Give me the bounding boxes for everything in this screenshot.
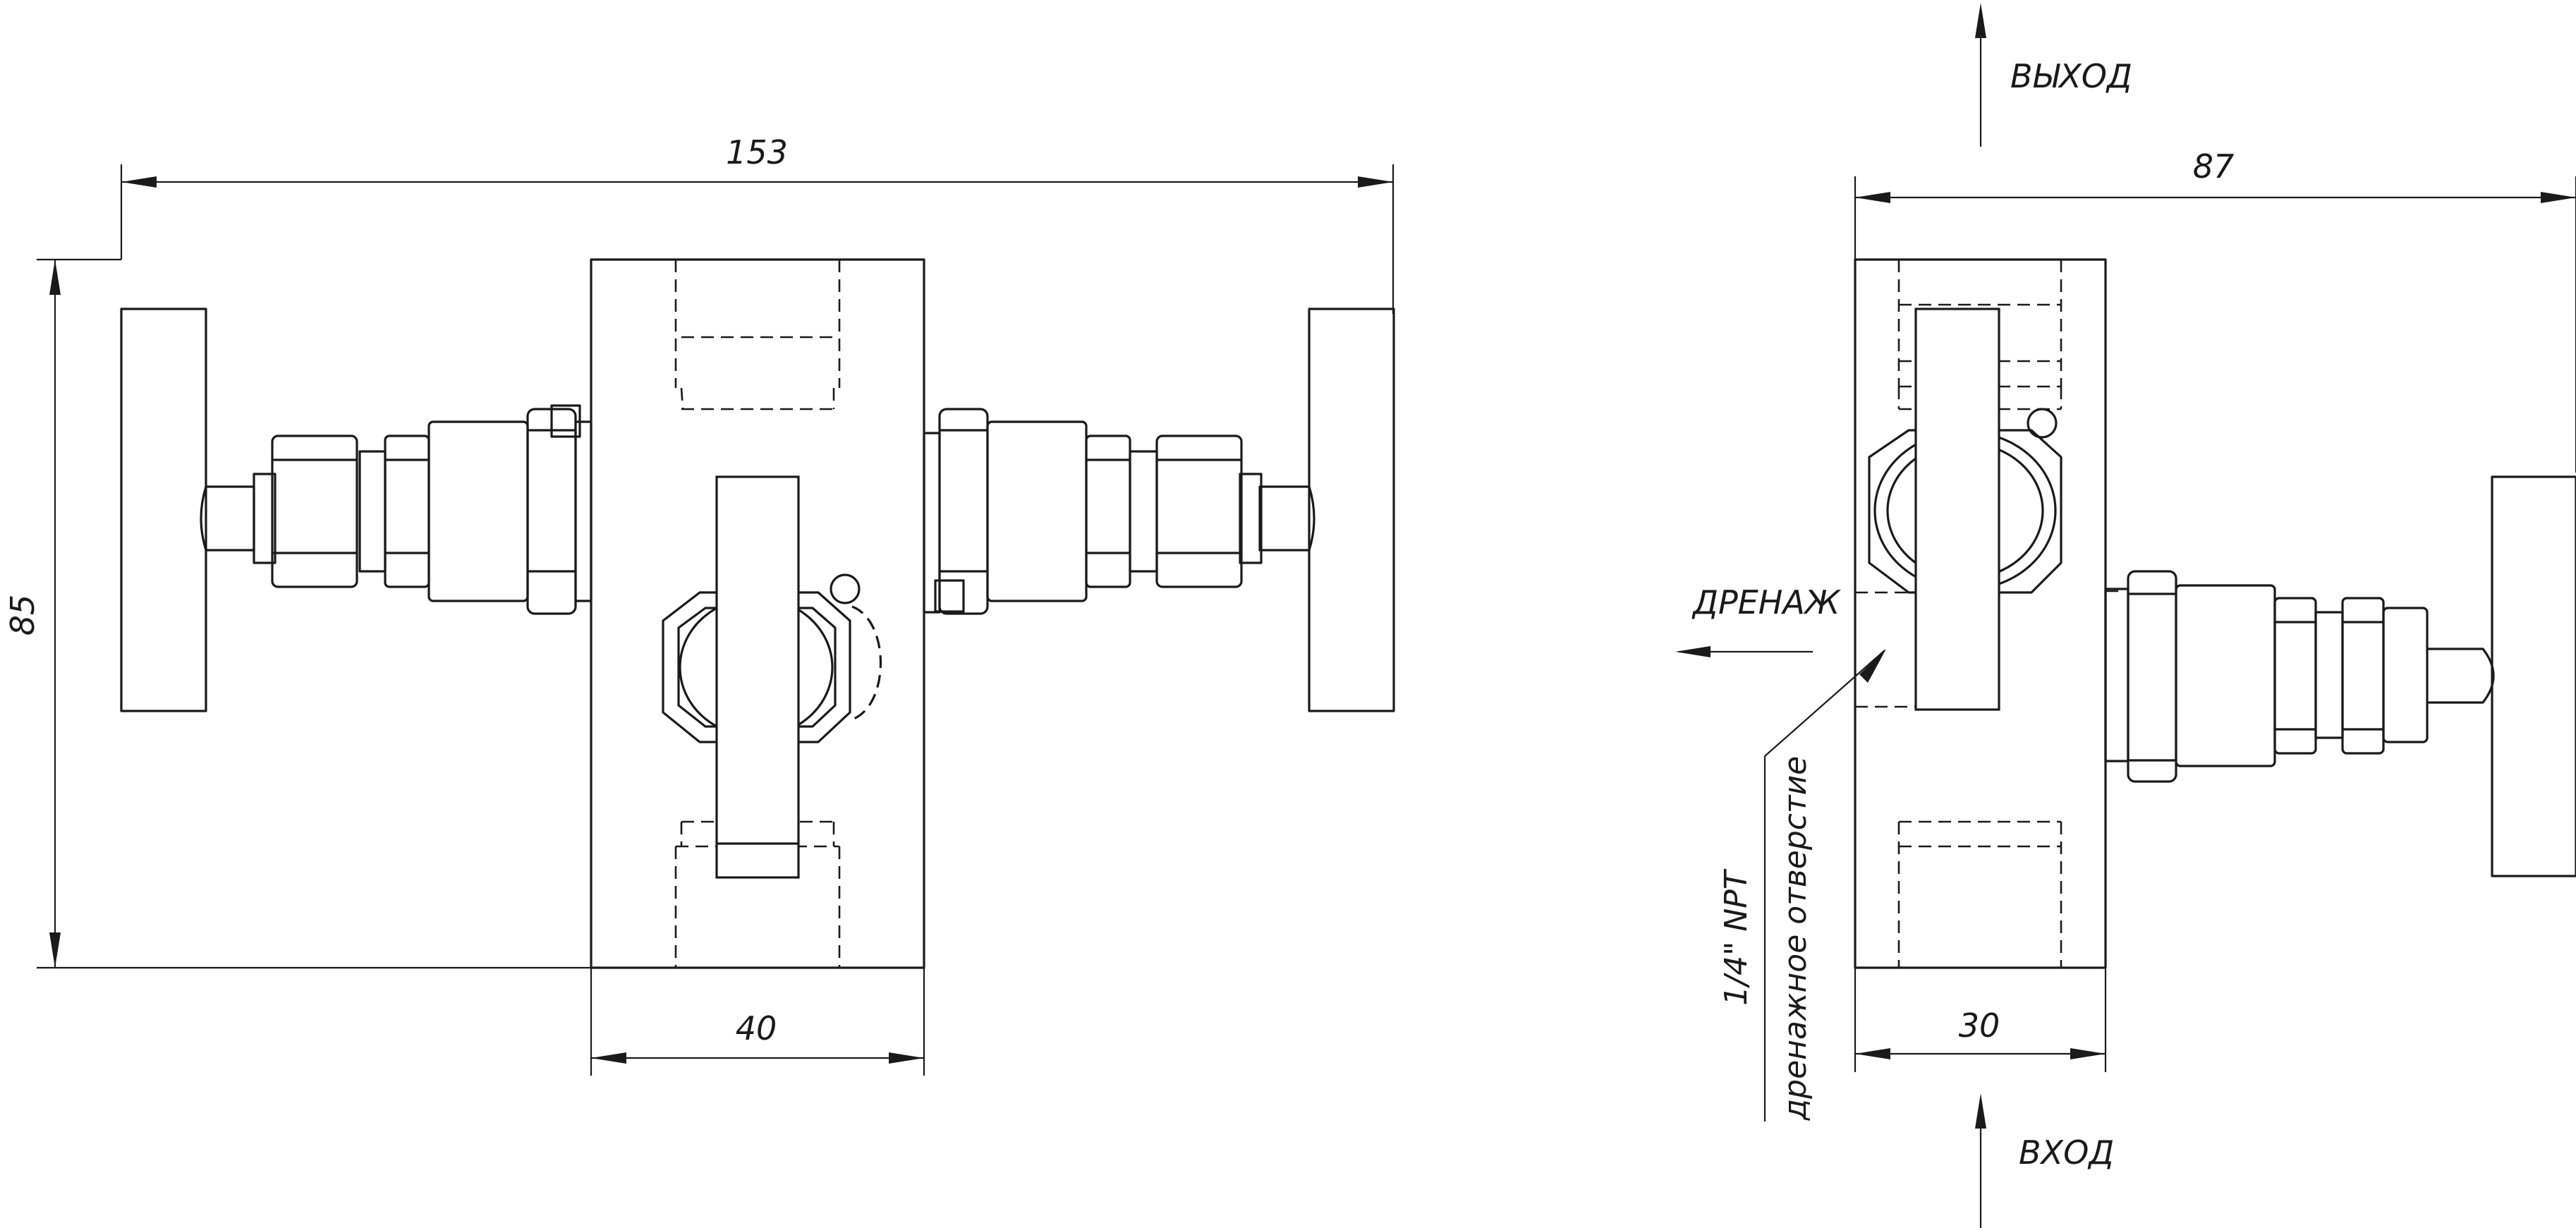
dimension-label-30: 30 bbox=[1959, 1007, 2000, 1045]
drain-thread-label: 1/4" NPT bbox=[1718, 868, 1754, 1005]
front-view: 153 85 bbox=[4, 133, 1395, 1076]
inlet-arrow: ВХОД bbox=[1975, 1093, 2114, 1228]
center-handle-front bbox=[715, 475, 800, 879]
outlet-arrow: ВЫХОД bbox=[1975, 3, 2132, 147]
dimension-label-85: 85 bbox=[4, 595, 42, 636]
left-stem-front bbox=[200, 404, 593, 615]
dimension-body-width-side: 30 bbox=[1854, 968, 2107, 1072]
dimension-front-width: 153 bbox=[120, 133, 1395, 314]
dimension-side-width: 87 bbox=[1854, 147, 2576, 473]
center-valve-side bbox=[1868, 308, 2062, 711]
center-handle-side bbox=[1914, 308, 2000, 711]
dimension-front-height: 85 bbox=[4, 258, 591, 969]
drain-hole-leader: 1/4" NPT дренажное отверстие bbox=[1718, 649, 1886, 1121]
inlet-label: ВХОД bbox=[2019, 1133, 2114, 1172]
hidden-port-side-bottom bbox=[1897, 820, 2062, 968]
dimension-body-width-front: 40 bbox=[590, 968, 925, 1076]
lock-pin-side-icon bbox=[2027, 408, 2058, 439]
hidden-stem-channel bbox=[2104, 590, 2123, 769]
manifold-body-front bbox=[590, 258, 925, 969]
right-handle-front bbox=[1308, 308, 1395, 712]
hidden-port-top bbox=[674, 260, 841, 411]
dimension-label-153: 153 bbox=[726, 133, 788, 171]
right-stem-front bbox=[923, 408, 1316, 615]
outlet-label: ВЫХОД bbox=[2010, 57, 2132, 95]
drain-label: ДРЕНАЖ bbox=[1691, 583, 1842, 621]
dimension-label-40: 40 bbox=[736, 1009, 777, 1047]
side-stem bbox=[2104, 475, 2576, 877]
left-handle-front bbox=[120, 308, 207, 712]
dimension-label-87: 87 bbox=[2193, 147, 2235, 186]
side-view: ВЫХОД 87 bbox=[1675, 3, 2576, 1228]
drain-arrow: ДРЕНАЖ bbox=[1675, 583, 1842, 657]
center-valve-front bbox=[662, 475, 882, 879]
lock-pin-icon bbox=[830, 573, 861, 604]
drain-hole-label: дренажное отверстие bbox=[1778, 756, 1813, 1121]
hidden-drain-channel bbox=[1855, 591, 1919, 708]
side-handle bbox=[2491, 475, 2576, 877]
